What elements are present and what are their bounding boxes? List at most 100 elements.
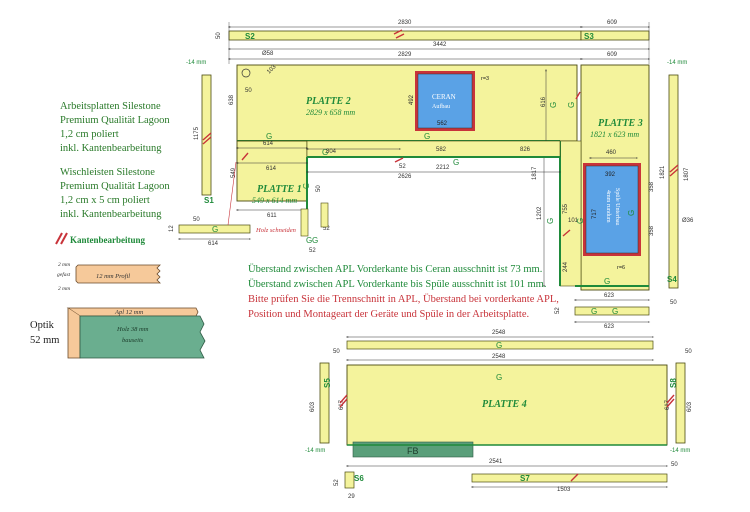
dim-label: 2548 [492,354,506,360]
dim-label: 29 [348,494,355,500]
kante-mark [339,394,348,404]
dim-label: 582 [436,147,447,153]
legend-worktop-line: inkl. Kantenbearbeitung [60,143,162,154]
dim-label: 52 [334,479,340,486]
profile-gefast: gefast [57,271,71,278]
sink-height: 717 [592,208,598,219]
dim-label: 12 [169,225,175,232]
ceran-radius: r=3 [481,76,489,82]
strip-s4 [668,74,679,289]
note-line-1: Überstand zwischen APL Vorderkante bis C… [248,264,543,275]
strip-label-s2: S2 [245,32,255,41]
note-block: Überstand zwischen APL Vorderkante bis C… [248,262,559,322]
kante-mark [666,394,675,404]
plate-4 [346,364,668,446]
strip-s5 [319,362,330,444]
dim-label: 826 [520,147,531,153]
sink-label: Spüle Unterbau [614,188,620,226]
edge-label: G [306,236,312,245]
dim-label: 614 [208,241,219,247]
kante-mark [669,168,679,177]
edge-label: G [322,148,328,157]
optik-text: Optik 52 mm [30,318,59,348]
dim-label: 603 [687,401,693,412]
dim-label: 603 [310,401,316,412]
dim-label: -14 mm [667,60,687,66]
edge-label: G [424,132,430,141]
edge-label: G [576,218,585,224]
dim-label: 50 [671,462,678,468]
profile-label: 12 mm Profil [96,273,130,280]
legend-backsplash-line: 1,2 cm x 5 cm poliert [60,195,150,206]
kante-mark [666,398,675,408]
strip-small-v2 [320,202,329,228]
fb-panel [352,441,474,458]
edge-label: G [302,183,311,189]
strip-label-s1: S1 [204,196,214,205]
dim-label: 1503 [557,487,571,493]
plate-1-name: PLATTE 1 [257,184,302,195]
edge-label: G [312,236,318,245]
dim-label: 2829 [398,52,412,58]
profile-top: 2 mm [58,262,70,268]
holz-label: Holz schneiden [255,227,296,234]
dim-label: 755 [563,203,569,214]
dim-label: 617 [665,399,671,410]
edge-label: G [496,341,502,350]
dim-label: 2548 [492,330,506,336]
dim-label: 1175 [194,126,200,140]
kante-mark [339,398,348,408]
edge-label: G [212,225,218,234]
edge-label: G [604,277,610,286]
edge-label: G [627,210,636,216]
legend-backsplash-line: Wischleisten Silestone [60,167,155,178]
dim-label: 2830 [398,20,412,26]
dim-label: 2541 [489,459,503,465]
ceran-cutout [417,73,473,129]
kante-legend-mark [60,232,68,245]
dim-label: 52 [323,226,330,232]
note-line-3: Bitte prüfen Sie die Trennschnitt in APL… [248,294,559,305]
edge-label: G [612,307,618,316]
sink-label-2: 4mm rundum [605,190,611,223]
dim-label: 609 [607,20,618,26]
dim-label: 1202 [537,206,543,220]
strip-label-s7: S7 [520,474,530,483]
optik-label: Optik [30,320,54,331]
kante-legend-mark [55,232,63,245]
edge-label: G [567,102,576,108]
edge-label: G [453,158,459,167]
dim-label: 614 [266,166,277,172]
kante-mark [562,229,571,237]
kante-mark [241,152,249,161]
kante-mark [394,157,404,163]
edge-label: G [546,218,555,224]
dim-label: -14 mm [305,448,325,454]
holz-pointer [227,161,237,226]
plate-4-name: PLATTE 4 [482,399,527,410]
strip-label-s4: S4 [667,275,677,284]
dim-label: 1817 [532,166,538,180]
hole-marker [241,68,251,78]
legend-worktop-line: Arbeitsplatten Silestone [60,101,161,112]
kante-legend-label: Kantenbearbeitung [70,235,146,245]
strip-bottom-p3 [574,306,650,316]
optik-apl [66,307,199,317]
dim-label: Ø36 [682,218,694,224]
dim-label: Ø58 [262,51,274,57]
legend-backsplash-line: Premium Qualität Lagoon [60,181,170,192]
dim-label: 50 [685,349,692,355]
plate-2-name: PLATTE 2 [306,96,351,107]
plate-1 [236,140,308,202]
strip-bottom-p1 [178,224,251,234]
note-line-2: Überstand zwischen APL Vorderkante bis S… [248,279,547,290]
strip-s8 [675,362,686,444]
dim-label: 623 [604,324,615,330]
legend-worktop-line: 1,2 cm poliert [60,129,119,140]
sink-radius: r=6 [617,265,625,271]
dim-label: -14 mm [670,448,690,454]
kante-mark [202,136,212,145]
legend-worktop: Arbeitsplatten Silestone Premium Qualitä… [60,100,170,156]
kante-mark [395,33,405,39]
